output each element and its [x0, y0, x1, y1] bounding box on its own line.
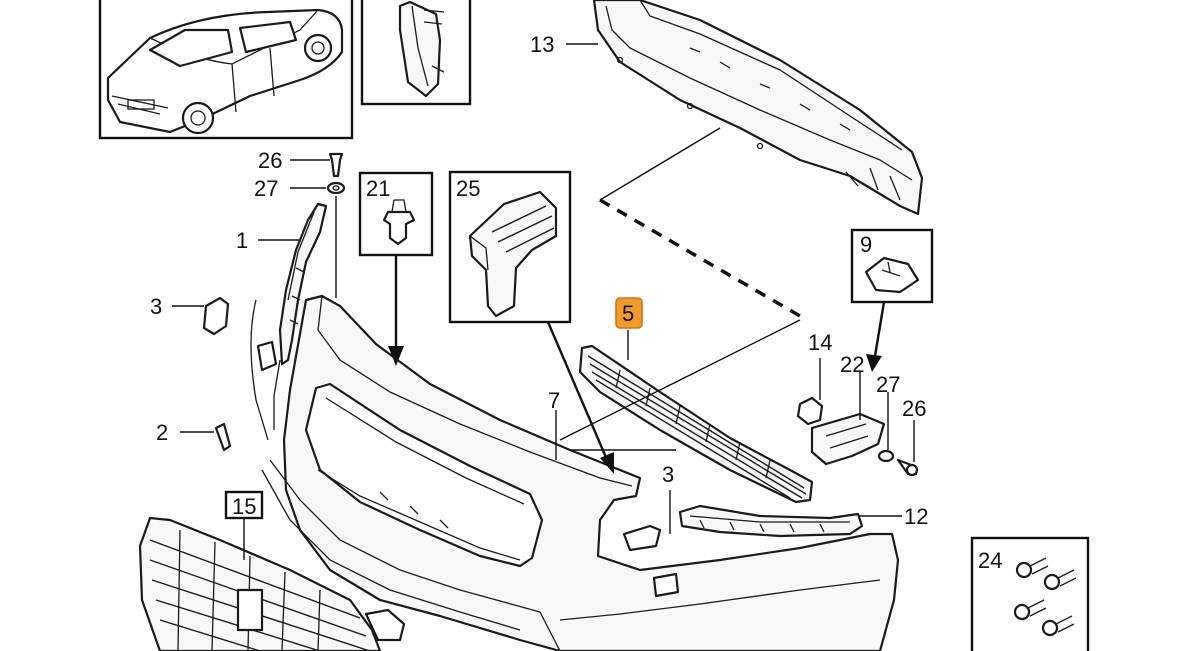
- callout-labels: 13 26 27 1 3 2 21 25 7 3 9 14 22 27 26 1…: [150, 32, 1002, 573]
- part-5-grille-strip: [578, 344, 814, 504]
- part-13-impact-beam: [592, 0, 924, 216]
- callout-2: 2: [156, 420, 168, 445]
- part-22-bracket: [810, 412, 886, 466]
- part-15-lower-grille: [138, 516, 406, 651]
- callout-9: 9: [860, 232, 872, 257]
- callout-13: 13: [530, 32, 554, 57]
- callout-14: 14: [808, 330, 832, 355]
- part-7-bumper-cover: [250, 294, 900, 651]
- callout-27-left: 27: [254, 176, 278, 201]
- detail-box-top: [360, 0, 472, 106]
- part-3-left-cap: [202, 296, 230, 336]
- part-12-lower-strip: [678, 504, 864, 538]
- washer-27-right: [877, 449, 895, 463]
- callout-26-right: 26: [902, 396, 926, 421]
- callout-15-box: 15: [224, 490, 264, 520]
- callout-24: 24: [978, 548, 1002, 573]
- part-3-right-cap: [622, 524, 662, 552]
- detail-box-9: [850, 228, 934, 304]
- callout-12: 12: [904, 504, 928, 529]
- callout-22: 22: [840, 352, 864, 377]
- pointer-arrows: [388, 256, 886, 474]
- callout-3-right: 3: [662, 462, 674, 487]
- washer-27-left: [326, 181, 346, 195]
- callout-15: 15: [232, 494, 256, 519]
- part-2-clip: [214, 422, 232, 452]
- callout-21: 21: [366, 176, 390, 201]
- callout-7: 7: [548, 388, 560, 413]
- detail-box-25: [448, 170, 572, 324]
- callout-5: 5: [622, 301, 634, 326]
- part-1-side-bracket: [278, 202, 328, 366]
- screw-26-right: [896, 458, 919, 477]
- callout-27-right: 27: [876, 372, 900, 397]
- part-14-clip: [796, 396, 824, 426]
- fastener-26-left: [328, 152, 344, 178]
- callout-5-highlight: 5: [615, 297, 643, 329]
- vehicle-inset: [98, 0, 354, 140]
- callout-26-left: 26: [258, 148, 282, 173]
- callout-3-left: 3: [150, 294, 162, 319]
- callout-25: 25: [456, 176, 480, 201]
- callout-1: 1: [236, 228, 248, 253]
- detail-box-24: [970, 536, 1090, 651]
- detail-box-21: [358, 171, 434, 257]
